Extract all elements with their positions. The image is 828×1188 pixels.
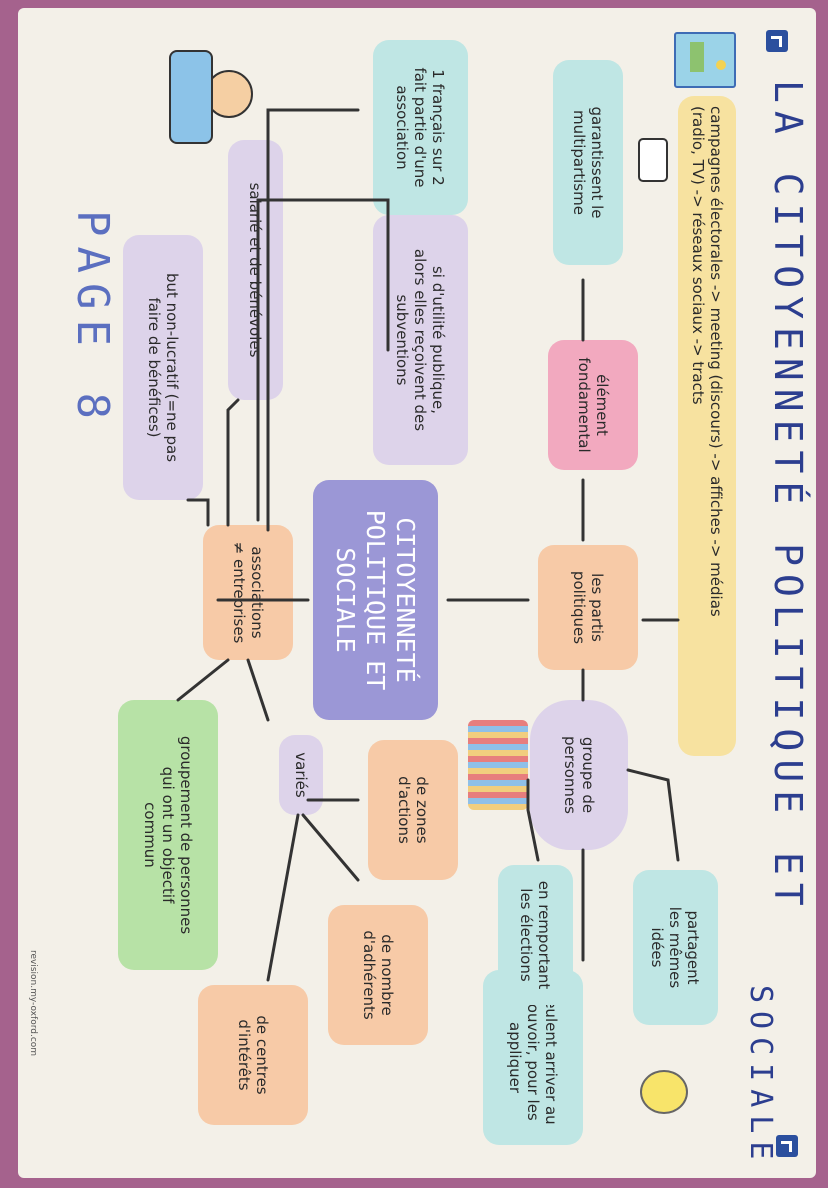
page-label: PAGE 8 — [67, 210, 118, 429]
footer-url: revision.my-oxford.com — [28, 950, 38, 1057]
